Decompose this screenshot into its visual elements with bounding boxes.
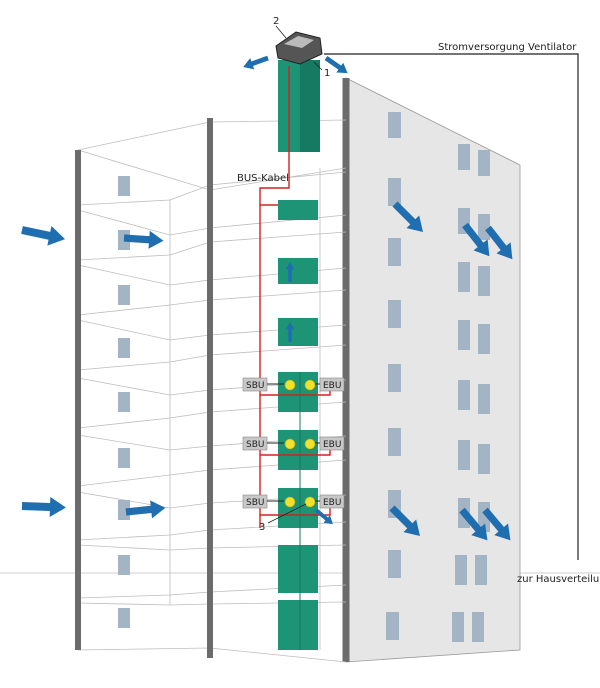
control-units: SBU EBU SBU EBU SBU EBU: [242, 377, 345, 509]
power-supply-label: Stromversorgung Ventilator: [438, 42, 577, 53]
left-windows: [118, 176, 130, 628]
unit-row-2: SBU EBU: [242, 436, 345, 451]
sensor-icon: [284, 496, 296, 508]
marker-2-leader: [275, 25, 287, 39]
marker-2: 2: [273, 16, 279, 27]
sbu-label: SBU: [246, 498, 264, 508]
arrow-icon: [21, 496, 67, 518]
arrow-icon: [19, 220, 68, 249]
sbu-label: SBU: [246, 381, 264, 391]
marker-3: 3: [259, 522, 265, 533]
sensor-icon: [304, 496, 316, 508]
marker-1-leader: [313, 61, 323, 71]
sensor-icon: [304, 438, 316, 450]
bus-cable-label: BUS-Kabel: [237, 173, 289, 184]
arrow-icon: [125, 498, 167, 521]
marker-3-leader: [267, 503, 307, 524]
roof-fan: [275, 31, 323, 65]
sbu-label: SBU: [246, 440, 264, 450]
ebu-label: EBU: [323, 440, 341, 450]
facade-windows: [386, 112, 490, 642]
distribution-label: zur Hausverteilung: [517, 574, 600, 585]
shaft-segments: [278, 200, 318, 650]
arrow-icon: [241, 52, 271, 73]
right-facade: [345, 77, 521, 663]
sensor-icon: [284, 438, 296, 450]
sensor-icon: [284, 379, 296, 391]
exhaust-shaft-top-side: [300, 60, 320, 152]
ebu-label: EBU: [323, 498, 341, 508]
sensor-icon: [304, 379, 316, 391]
unit-row-1: SBU EBU: [242, 377, 345, 392]
power-supply-line: [324, 53, 579, 560]
ebu-label: EBU: [323, 381, 341, 391]
marker-1: 1: [324, 68, 330, 79]
unit-row-3: SBU EBU: [242, 494, 345, 509]
